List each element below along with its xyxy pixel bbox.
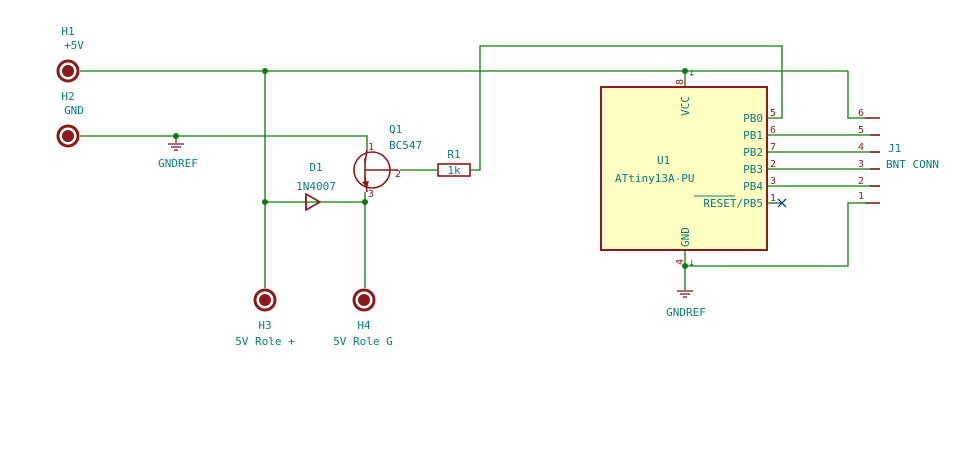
h3-value: 5V Role + (235, 335, 295, 348)
pin-arrow-icon: ↓ (688, 69, 696, 79)
h1-ref: H1 (61, 25, 74, 38)
connector-j1[interactable]: 6 5 4 3 2 1 J1 BNT CONN (858, 108, 939, 204)
resistor-r1[interactable]: R1 1k (437, 148, 471, 177)
u1-pin-name-pb5: RESET/PB5 (703, 197, 763, 210)
u1-pin-num: 6 (770, 125, 776, 136)
pin-arrow-icon: ↓ (688, 259, 696, 269)
no-connect-icon (777, 198, 787, 208)
j1-ref: J1 (888, 142, 901, 155)
j1-pin-num: 2 (858, 176, 864, 187)
j1-pin-num: 5 (858, 125, 864, 136)
junction-dot (682, 68, 688, 74)
j1-pin-num: 1 (858, 191, 864, 202)
junction-dot (682, 263, 688, 269)
r1-ref: R1 (447, 148, 460, 161)
q1-ref: Q1 (389, 123, 402, 136)
d1-value: 1N4007 (296, 180, 336, 193)
h4-value: 5V Role G (333, 335, 393, 348)
u1-pin-num: 3 (770, 176, 776, 187)
u1-pin-name-pb2: PB2 (743, 146, 763, 159)
junction-dot (262, 68, 268, 74)
terminal-ring (56, 124, 80, 148)
gndref-symbol-bottom: GNDREF (666, 290, 706, 319)
terminal-h2[interactable]: H2 GND (56, 90, 84, 148)
gndref-left-label: GNDREF (158, 157, 198, 170)
emitter-arrow-icon (362, 181, 369, 188)
chip-u1[interactable]: U1 ATtiny13A-PU VCC GND 8 4 ↓ ↓ PB0 PB1 … (600, 69, 787, 269)
junctions (173, 68, 688, 269)
u1-pin-name-pb4: PB4 (743, 180, 763, 193)
d1-ref: D1 (309, 161, 322, 174)
j1-pin-num: 4 (858, 142, 864, 153)
junction-dot (262, 199, 268, 205)
terminal-ring (352, 288, 376, 312)
terminal-core (62, 130, 74, 142)
wire-j1-1 (685, 202, 865, 267)
u1-value: ATtiny13A-PU (615, 172, 694, 185)
r1-value: 1k (447, 164, 461, 177)
terminal-core (259, 294, 271, 306)
terminal-ring (253, 288, 277, 312)
wire-j1-6 (847, 71, 865, 119)
u1-vcc-pin: 8 (675, 79, 686, 85)
diode-d1[interactable]: D1 1N4007 (296, 161, 336, 212)
u1-gnd-label: GND (679, 227, 692, 247)
u1-gnd-pin: 4 (675, 259, 686, 265)
junction-dot (173, 133, 179, 139)
q1-value: BC547 (389, 139, 422, 152)
chip-body (600, 86, 768, 251)
terminal-ring (56, 59, 80, 83)
wire-gnd-rail (80, 135, 368, 150)
terminal-h3[interactable]: H3 5V Role + (235, 288, 295, 348)
u1-pin-num: 5 (770, 108, 776, 119)
u1-vcc-label: VCC (679, 96, 692, 116)
q1-pin-c: 1 (368, 142, 374, 153)
wire-r1-pb0 (470, 45, 783, 171)
u1-pin-name-pb1: PB1 (743, 129, 763, 142)
j1-pin-num: 3 (858, 159, 864, 170)
q1-pin-e: 3 (368, 189, 374, 200)
u1-pin-name-pb0: PB0 (743, 112, 763, 125)
u1-pin-num: 1 (770, 193, 776, 204)
h2-ref: H2 (61, 90, 74, 103)
j1-value: BNT CONN (886, 158, 939, 171)
j1-pin-num: 6 (858, 108, 864, 119)
terminal-h4[interactable]: H4 5V Role G (333, 288, 393, 348)
resistor-body (437, 163, 471, 177)
u1-pin-num: 2 (770, 159, 776, 170)
u1-pin-num: 7 (770, 142, 776, 153)
junction-dot (362, 199, 368, 205)
h1-value: +5V (64, 39, 84, 52)
transistor-collector (364, 149, 368, 164)
terminal-core (62, 65, 74, 77)
h3-ref: H3 (258, 319, 271, 332)
terminal-h1[interactable]: H1 +5V (56, 25, 84, 83)
gndref-bottom-label: GNDREF (666, 306, 706, 319)
q1-pin-b: 2 (395, 169, 401, 180)
h2-value: GND (64, 104, 84, 117)
transistor-q1[interactable]: 1 2 3 Q1 BC547 (353, 123, 422, 200)
u1-ref: U1 (657, 154, 670, 167)
u1-pin-name-pb3: PB3 (743, 163, 763, 176)
terminal-core (358, 294, 370, 306)
h4-ref: H4 (357, 319, 371, 332)
gndref-symbol-left: GNDREF (158, 143, 198, 170)
